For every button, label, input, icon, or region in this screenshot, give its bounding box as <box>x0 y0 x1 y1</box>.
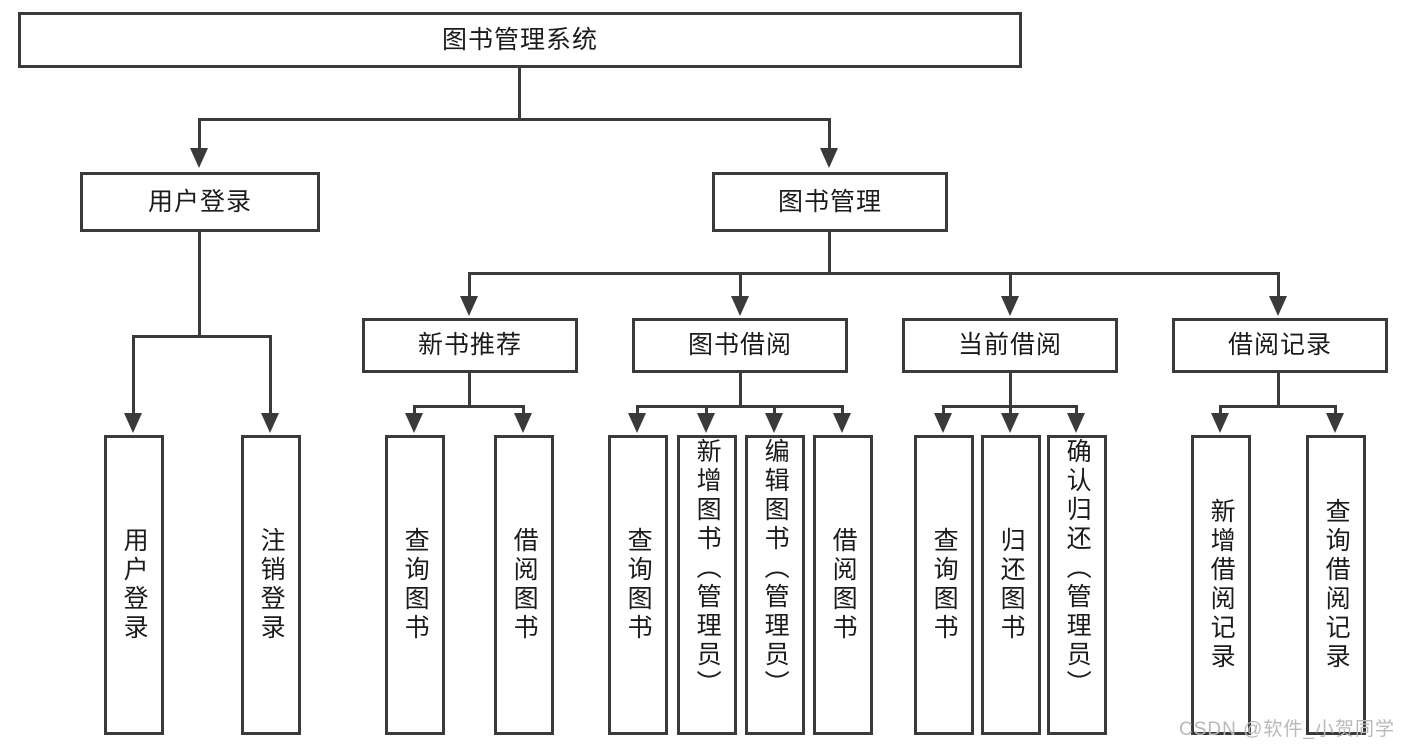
connector-book-manage-stem <box>828 232 831 272</box>
node-label: 用户登录 <box>120 527 149 643</box>
connector-book-manage-bar <box>468 272 1280 275</box>
connector-book-borrow-child-2 <box>705 405 708 417</box>
node-leaf-user-login[interactable]: 用户登录 <box>104 435 164 735</box>
node-label: 查询图书 <box>401 527 430 643</box>
node-user-login[interactable]: 用户登录 <box>80 172 320 232</box>
connector-to-book-manage <box>828 118 831 150</box>
connector-root-bar <box>198 118 830 121</box>
node-leaf-borrow-book[interactable]: 借阅图书 <box>813 435 873 735</box>
connector-user-login-child-1 <box>132 335 135 415</box>
node-label: 图书借阅 <box>687 331 792 359</box>
arrowhead-current-borrow-child-1 <box>934 413 952 433</box>
node-label: 归还图书 <box>997 527 1026 643</box>
node-label: 编辑图书（管理员） <box>761 438 790 699</box>
node-label: 当前借阅 <box>957 331 1062 359</box>
arrowhead-current-borrow-child-3 <box>1067 413 1085 433</box>
connector-book-borrow-child-3 <box>773 405 776 417</box>
node-label: 新书推荐 <box>417 331 522 359</box>
arrowhead-level2-1 <box>460 296 478 316</box>
connector-borrow-record-child-2 <box>1334 405 1337 417</box>
arrowhead-new-book-child-2 <box>514 413 532 433</box>
arrowhead-book-borrow-child-3 <box>765 413 783 433</box>
connector-current-borrow-child-3 <box>1075 405 1078 417</box>
node-new-book-recommend[interactable]: 新书推荐 <box>362 318 578 373</box>
node-book-borrow[interactable]: 图书借阅 <box>632 318 848 373</box>
node-root-system[interactable]: 图书管理系统 <box>18 12 1022 68</box>
connector-current-borrow-stem <box>1009 373 1012 405</box>
connector-to-user-login <box>198 118 201 150</box>
node-book-management[interactable]: 图书管理 <box>712 172 948 232</box>
arrowhead-level2-4 <box>1269 296 1287 316</box>
connector-new-book-child-2 <box>522 405 525 417</box>
node-leaf-logout[interactable]: 注销登录 <box>241 435 301 735</box>
node-leaf-add-book-admin[interactable]: 新增图书（管理员） <box>677 435 737 735</box>
node-leaf-query-book[interactable]: 查询图书 <box>608 435 668 735</box>
arrowhead-user-login-child-2 <box>261 413 279 433</box>
node-leaf-confirm-return-admin[interactable]: 确认归还（管理员） <box>1047 435 1107 735</box>
arrowhead-book-borrow-child-2 <box>697 413 715 433</box>
connector-current-borrow-child-1 <box>942 405 945 417</box>
arrowhead-current-borrow-child-2 <box>1001 413 1019 433</box>
node-label: 图书管理 <box>777 187 882 216</box>
arrowhead-level2-2 <box>731 296 749 316</box>
node-borrow-record[interactable]: 借阅记录 <box>1172 318 1388 373</box>
connector-user-login-child-2 <box>269 335 272 415</box>
node-label: 借阅记录 <box>1227 331 1332 359</box>
connector-new-book-stem <box>468 373 471 405</box>
node-label: 注销登录 <box>257 527 286 643</box>
node-leaf-query-book-current[interactable]: 查询图书 <box>914 435 974 735</box>
connector-user-login-bar <box>132 335 269 338</box>
node-label: 查询图书 <box>624 527 653 643</box>
node-label: 借阅图书 <box>510 527 539 643</box>
node-label: 确认归还（管理员） <box>1063 438 1092 699</box>
node-label: 新增借阅记录 <box>1207 498 1236 672</box>
connector-book-borrow-child-1 <box>636 405 639 417</box>
connector-level2-2 <box>739 272 742 300</box>
connector-borrow-record-bar <box>1219 405 1337 408</box>
connector-current-borrow-child-2 <box>1009 405 1012 417</box>
node-leaf-edit-book-admin[interactable]: 编辑图书（管理员） <box>745 435 805 735</box>
arrowhead-user-login-child-1 <box>124 413 142 433</box>
arrowhead-borrow-record-child-1 <box>1211 413 1229 433</box>
connector-book-borrow-stem <box>739 373 742 405</box>
arrowhead-book-borrow-child-1 <box>628 413 646 433</box>
node-label: 借阅图书 <box>829 527 858 643</box>
arrowhead-user-login <box>190 148 208 168</box>
arrowhead-book-manage <box>820 148 838 168</box>
arrowhead-borrow-record-child-2 <box>1326 413 1344 433</box>
connector-new-book-child-1 <box>413 405 416 417</box>
node-current-borrow[interactable]: 当前借阅 <box>902 318 1118 373</box>
connector-level2-1 <box>468 272 471 300</box>
node-leaf-borrow-book-recommend[interactable]: 借阅图书 <box>494 435 554 735</box>
node-leaf-add-borrow-record[interactable]: 新增借阅记录 <box>1191 435 1251 735</box>
connector-borrow-record-stem <box>1277 373 1280 405</box>
node-leaf-query-borrow-record[interactable]: 查询借阅记录 <box>1306 435 1366 735</box>
node-leaf-query-book-recommend[interactable]: 查询图书 <box>385 435 445 735</box>
connector-new-book-bar <box>413 405 525 408</box>
node-label: 查询图书 <box>930 527 959 643</box>
connector-root-stem <box>518 68 521 118</box>
node-label: 新增图书（管理员） <box>693 438 722 699</box>
connector-user-login-stem <box>198 232 201 335</box>
node-label: 查询借阅记录 <box>1322 498 1351 672</box>
arrowhead-level2-3 <box>1001 296 1019 316</box>
connector-book-borrow-bar <box>636 405 844 408</box>
node-label: 用户登录 <box>147 187 252 216</box>
connector-book-borrow-child-4 <box>841 405 844 417</box>
arrowhead-book-borrow-child-4 <box>833 413 851 433</box>
connector-level2-3 <box>1009 272 1012 300</box>
node-label: 图书管理系统 <box>441 25 598 54</box>
node-leaf-return-book[interactable]: 归还图书 <box>981 435 1041 735</box>
arrowhead-new-book-child-1 <box>405 413 423 433</box>
connector-borrow-record-child-1 <box>1219 405 1222 417</box>
connector-level2-4 <box>1277 272 1280 300</box>
